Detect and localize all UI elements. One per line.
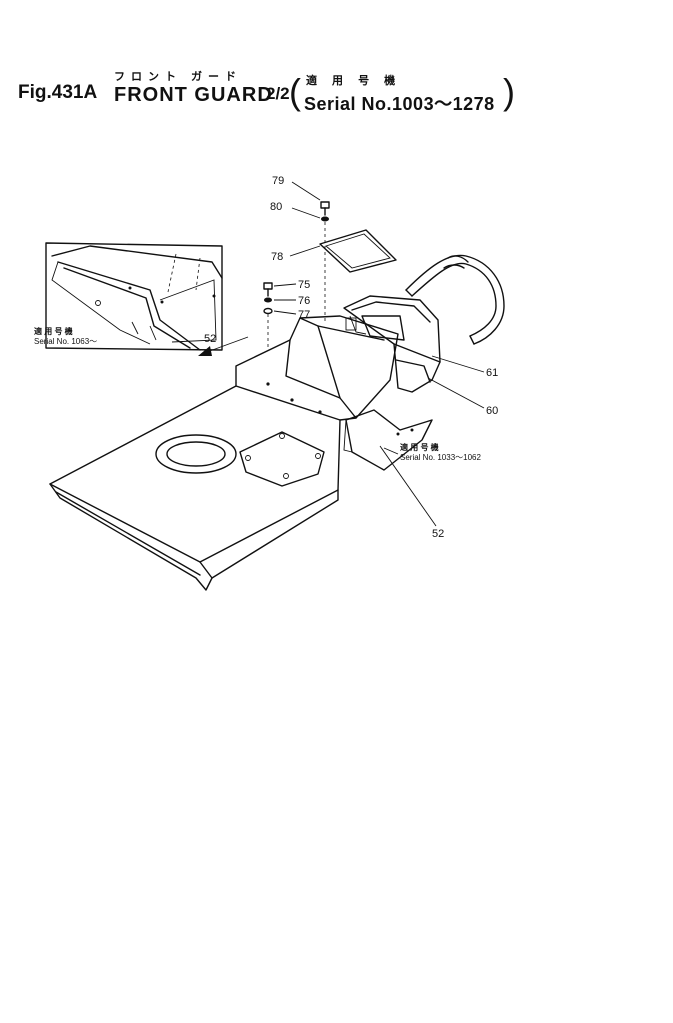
bolt-79-head <box>320 201 330 209</box>
title-japanese: フロント ガード <box>114 71 243 83</box>
callout-80-top: 80 <box>270 201 282 213</box>
inset-top-edge <box>51 245 223 279</box>
inset-note-serial: Serial No. 1063～ <box>34 337 97 346</box>
bolt-75-head <box>263 282 273 290</box>
front-guard-body <box>49 315 433 591</box>
page-fraction: 2/2 <box>266 84 290 103</box>
cover-plate-78 <box>319 229 397 273</box>
console-tower <box>235 315 399 421</box>
callout-75: 75 <box>298 279 310 291</box>
title-english: FRONT GUARD <box>114 84 273 106</box>
leader-lines <box>273 181 485 527</box>
guard-opening-inner <box>166 441 226 467</box>
callout-52-main: 52 <box>432 528 444 540</box>
inset-arrow <box>206 336 249 353</box>
guard-lip-crease <box>55 491 201 576</box>
figure-label: Fig.431A <box>18 82 98 103</box>
inset-fasteners <box>131 321 157 341</box>
applicability-notes: 適 用 号 機 Serial No. 1063～ 適 用 号 機 Serial … <box>34 326 481 462</box>
inset-bracket <box>159 279 217 343</box>
box-outer <box>343 295 441 393</box>
guard-top-deck <box>49 385 341 563</box>
callout-78: 78 <box>271 251 283 263</box>
box-clip <box>345 317 357 331</box>
serial-bracket-close: ) <box>503 71 515 112</box>
washer-76 <box>264 297 272 303</box>
guard-opening-outer <box>155 434 237 474</box>
serial-range: Serial No.1003～1278 <box>304 94 495 114</box>
cover-hardware <box>319 201 397 322</box>
tower-hardware <box>263 282 273 348</box>
callout-61: 61 <box>486 367 498 379</box>
washer-80 <box>321 216 329 222</box>
inset-detail <box>45 242 223 351</box>
callout-77: 77 <box>298 309 310 321</box>
inset-frame <box>45 242 223 351</box>
guard-front-lip <box>49 483 213 591</box>
callout-60: 60 <box>486 405 498 417</box>
handle-bar <box>405 254 505 345</box>
box-rim <box>351 301 431 323</box>
console-front-face <box>285 339 357 419</box>
serial-japanese: 適 用 号 機 <box>306 75 402 87</box>
inset-inner-edge <box>63 267 191 349</box>
handle-outer <box>411 262 497 337</box>
inset-bolt-hole <box>95 300 101 306</box>
box-cutout <box>361 315 405 341</box>
main-note-jp: 適 用 号 機 <box>400 442 439 452</box>
handle-inner <box>405 254 505 345</box>
inset-lower-edge <box>51 261 151 345</box>
washer-77 <box>263 307 273 315</box>
instrument-box <box>343 295 441 393</box>
serial-bracket-open: ( <box>289 71 301 112</box>
callout-52-inset: 52 <box>204 333 216 345</box>
callout-numbers: 79 80 78 75 76 77 52 61 60 52 <box>204 175 498 540</box>
guard-cover-plate <box>239 431 325 487</box>
main-note-serial: Serial No. 1033～1062 <box>400 453 481 462</box>
inset-guard-edge <box>57 261 201 351</box>
console-ridge <box>317 325 341 399</box>
callout-79: 79 <box>272 175 284 187</box>
inset-note-jp: 適 用 号 機 <box>34 326 73 336</box>
inset-hidden-lines <box>167 253 201 293</box>
guard-side-edge <box>211 489 339 579</box>
box-lower-panel <box>395 359 431 383</box>
callout-76: 76 <box>298 295 310 307</box>
inset-arrow-head <box>198 346 212 356</box>
side-bracket-52 <box>345 409 433 471</box>
